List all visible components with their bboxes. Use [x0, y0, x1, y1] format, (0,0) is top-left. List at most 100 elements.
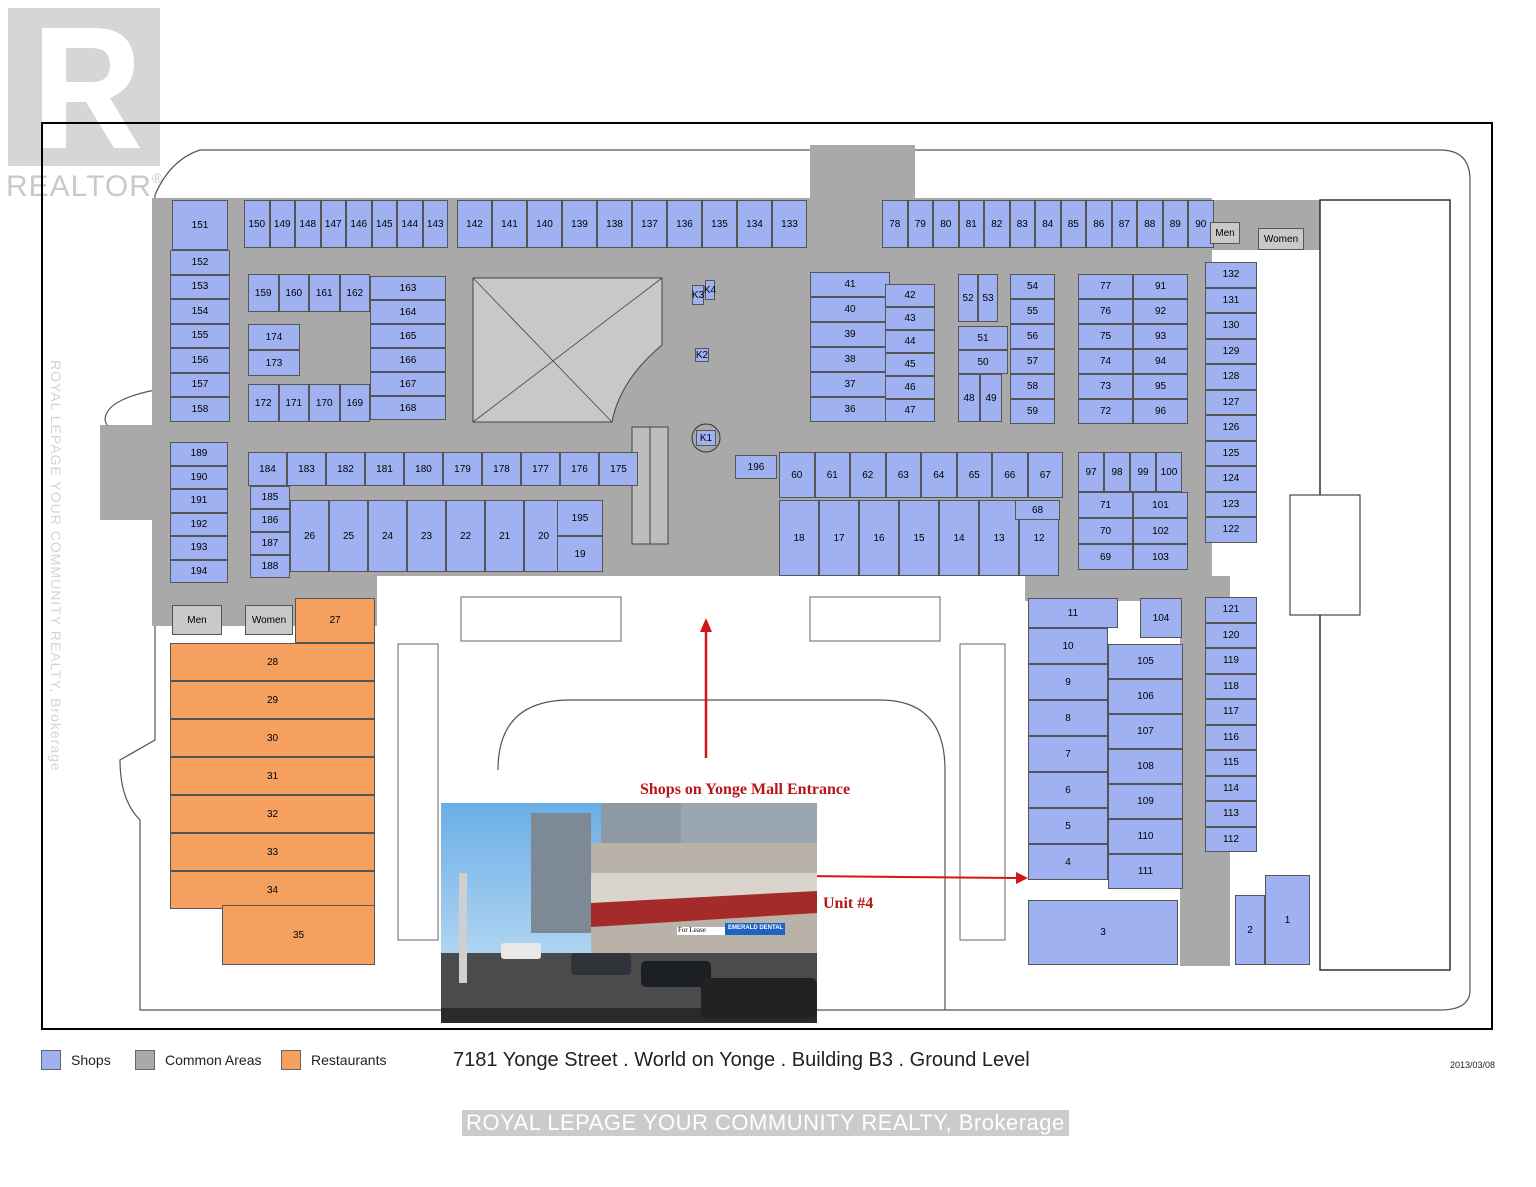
unit-86: 86 — [1086, 200, 1112, 248]
unit-60: 60 — [779, 452, 815, 498]
unit-52: 52 — [958, 274, 978, 322]
unit-Women: Women — [245, 605, 293, 635]
realtor-logo-text: REALTOR® — [6, 170, 164, 203]
unit-170: 170 — [309, 384, 340, 422]
unit-31: 31 — [170, 757, 375, 795]
unit-4: 4 — [1028, 844, 1108, 880]
unit-75: 75 — [1078, 324, 1133, 349]
unit-184: 184 — [248, 452, 287, 486]
unit-132: 132 — [1205, 262, 1257, 288]
unit-97: 97 — [1078, 452, 1104, 492]
unit-99: 99 — [1130, 452, 1156, 492]
unit-133: 133 — [772, 200, 807, 248]
unit-84: 84 — [1035, 200, 1061, 248]
unit-148: 148 — [295, 200, 321, 248]
unit-100: 100 — [1156, 452, 1182, 492]
unit-69: 69 — [1078, 544, 1133, 570]
unit-180: 180 — [404, 452, 443, 486]
unit-46: 46 — [885, 376, 935, 399]
unit-68: 68 — [1015, 500, 1060, 520]
unit-59: 59 — [1010, 399, 1055, 424]
unit-103: 103 — [1133, 544, 1188, 570]
unit-72: 72 — [1078, 399, 1133, 424]
unit-124: 124 — [1205, 466, 1257, 492]
unit-10: 10 — [1028, 628, 1108, 664]
unit-102: 102 — [1133, 518, 1188, 544]
unit-54: 54 — [1010, 274, 1055, 299]
unit-7: 7 — [1028, 736, 1108, 772]
unit-15: 15 — [899, 500, 939, 576]
unit-128: 128 — [1205, 364, 1257, 390]
unit-93: 93 — [1133, 324, 1188, 349]
unit-58: 58 — [1010, 374, 1055, 399]
unit-138: 138 — [597, 200, 632, 248]
unit-80: 80 — [933, 200, 959, 248]
unit-32: 32 — [170, 795, 375, 833]
unit-166: 166 — [370, 348, 446, 372]
unit-193: 193 — [170, 536, 228, 560]
unit-171: 171 — [278, 384, 309, 422]
unit-152: 152 — [170, 250, 230, 275]
unit-122: 122 — [1205, 517, 1257, 543]
unit-77: 77 — [1078, 274, 1133, 299]
unit-53: 53 — [978, 274, 998, 322]
unit-96: 96 — [1133, 399, 1188, 424]
legend-common: Common Areas — [135, 1050, 261, 1070]
unit-1: 1 — [1265, 875, 1310, 965]
unit-113: 113 — [1205, 801, 1257, 827]
unit-63: 63 — [885, 452, 921, 498]
legend-swatch-common — [135, 1050, 155, 1070]
entrance-label: Shops on Yonge Mall Entrance — [640, 781, 851, 798]
unit-98: 98 — [1104, 452, 1130, 492]
map-caption: 7181 Yonge Street . World on Yonge . Bui… — [453, 1049, 1030, 1071]
unit-64: 64 — [921, 452, 957, 498]
unit-157: 157 — [170, 372, 230, 397]
unit-136: 136 — [667, 200, 702, 248]
unit-42: 42 — [885, 284, 935, 307]
unit-169: 169 — [339, 384, 370, 422]
unit-159: 159 — [248, 274, 279, 312]
unit-116: 116 — [1205, 724, 1257, 750]
unit-153: 153 — [170, 274, 230, 299]
unit-115: 115 — [1205, 750, 1257, 776]
unit-Women: Women — [1258, 228, 1304, 250]
unit-21: 21 — [485, 500, 524, 572]
unit-48: 48 — [958, 374, 980, 422]
storefront-photo: For Lease EMERALD DENTAL — [441, 803, 817, 1023]
realtor-logo — [8, 8, 160, 166]
unit-135: 135 — [702, 200, 737, 248]
unit-155: 155 — [170, 323, 230, 348]
unit-168: 168 — [370, 396, 446, 420]
unit-81: 81 — [958, 200, 984, 248]
unit-82: 82 — [984, 200, 1010, 248]
unit-187: 187 — [250, 532, 290, 555]
unit-62: 62 — [850, 452, 886, 498]
unit-167: 167 — [370, 372, 446, 396]
unit-114: 114 — [1205, 775, 1257, 801]
unit-185: 185 — [250, 486, 290, 509]
unit-79: 79 — [907, 200, 933, 248]
unit-2: 2 — [1235, 895, 1265, 965]
unit-107: 107 — [1108, 714, 1183, 749]
unit-34: 34 — [170, 871, 375, 909]
unit-87: 87 — [1111, 200, 1137, 248]
unit-50: 50 — [958, 350, 1008, 374]
unit-112: 112 — [1205, 826, 1257, 852]
unit-49: 49 — [980, 374, 1002, 422]
unit-25: 25 — [329, 500, 368, 572]
unit-145: 145 — [371, 200, 397, 248]
unit-88: 88 — [1137, 200, 1163, 248]
unit-125: 125 — [1205, 440, 1257, 466]
for-lease-sign: For Lease — [678, 926, 706, 934]
unit-35: 35 — [222, 905, 375, 965]
unit-37: 37 — [810, 372, 890, 397]
unit-120: 120 — [1205, 622, 1257, 648]
unit-195: 195 — [557, 500, 603, 536]
unit-36: 36 — [810, 397, 890, 422]
unit-160: 160 — [278, 274, 309, 312]
unit-105: 105 — [1108, 644, 1183, 679]
unit-91: 91 — [1133, 274, 1188, 299]
legend-swatch-restaurants — [281, 1050, 301, 1070]
unit-139: 139 — [562, 200, 597, 248]
storefront-sign: EMERALD DENTAL — [728, 925, 784, 931]
